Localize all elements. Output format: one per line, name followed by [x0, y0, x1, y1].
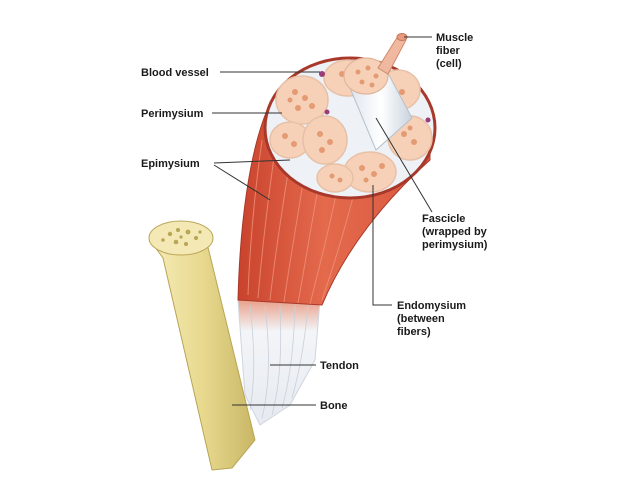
muscle-cross-section: [263, 33, 437, 200]
fascicle-leader: [375, 117, 433, 213]
label-muscle-fiber-2: fiber: [436, 45, 461, 57]
label-fascicle-3: perimysium): [422, 239, 488, 251]
label-tendon: Tendon: [320, 360, 359, 372]
blood-vessels: [319, 71, 431, 123]
label-bone: Bone: [320, 400, 348, 412]
leader-lines: [212, 36, 433, 406]
label-muscle-fiber-3: (cell): [436, 58, 462, 70]
label-muscle-fiber-1: Muscle: [436, 32, 473, 44]
tendon: [237, 299, 321, 426]
label-epimysium: Epimysium: [141, 158, 200, 170]
label-fascicle-1: Fascicle: [422, 213, 465, 225]
endomysium-leader: [372, 185, 392, 306]
label-endomysium-3: fibers): [397, 326, 431, 338]
labels: Muscle fiber (cell) Blood vessel Perimys…: [141, 32, 488, 412]
label-endomysium-2: (between: [397, 313, 445, 325]
label-endomysium-1: Endomysium: [397, 300, 466, 312]
label-blood-vessel: Blood vessel: [141, 67, 209, 79]
epimysium-leader-2: [213, 164, 271, 201]
muscle-fiber: [377, 35, 407, 75]
label-perimysium: Perimysium: [141, 108, 204, 120]
bone: [148, 220, 256, 471]
label-fascicle-2: (wrapped by: [422, 226, 488, 238]
epimysium-leader-1: [213, 159, 291, 164]
